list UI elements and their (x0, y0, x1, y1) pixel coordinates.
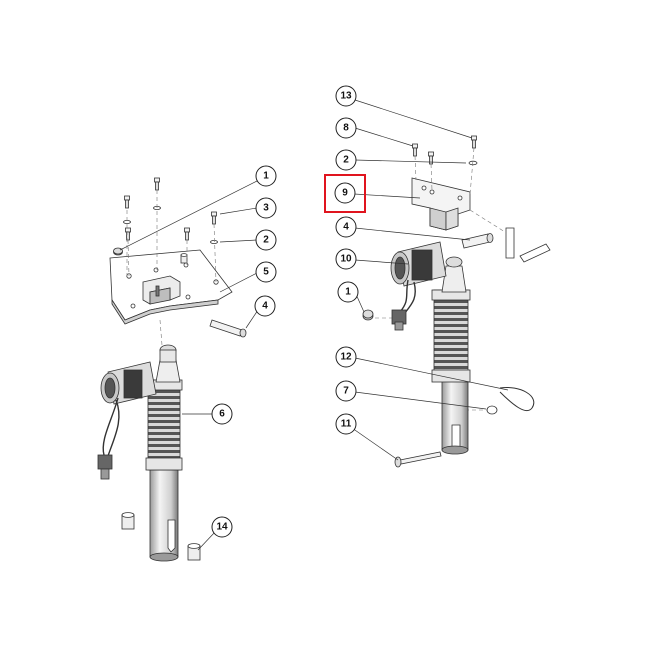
callout-10[interactable]: 10 (335, 248, 357, 270)
callout-8[interactable]: 8 (335, 117, 357, 139)
svg-text:5: 5 (263, 267, 269, 278)
svg-text:12: 12 (340, 352, 352, 363)
left-alignment-lines (126, 190, 217, 346)
right-nut (362, 309, 374, 321)
left-pins (121, 512, 201, 561)
left-actuator (97, 344, 183, 562)
svg-text:7: 7 (343, 386, 349, 397)
callout-1-left[interactable]: 1 (255, 165, 277, 187)
callout-9[interactable]: 9 (324, 174, 366, 213)
svg-text:2: 2 (263, 235, 269, 246)
callout-4-left[interactable]: 4 (254, 295, 276, 317)
callout-3[interactable]: 3 (255, 197, 277, 219)
left-nut (113, 247, 123, 256)
leader-lines (119, 99, 509, 551)
right-bracket (411, 177, 471, 231)
right-assembly (362, 135, 551, 468)
svg-text:8: 8 (343, 123, 349, 134)
right-bolt (461, 233, 494, 249)
callout-6[interactable]: 6 (211, 403, 233, 425)
callout-11[interactable]: 11 (335, 413, 357, 435)
svg-text:14: 14 (216, 522, 228, 533)
svg-text:6: 6 (219, 409, 225, 420)
callout-bubbles: 13 8 2 9 4 10 1 12 7 11 1 3 2 5 4 6 14 (211, 85, 366, 538)
callout-2-left[interactable]: 2 (255, 229, 277, 251)
callout-12[interactable]: 12 (335, 346, 357, 368)
left-assembly (97, 177, 247, 562)
callout-5[interactable]: 5 (255, 261, 277, 283)
callout-9-highlight-box (324, 174, 366, 213)
callout-14[interactable]: 14 (211, 516, 233, 538)
callout-2-right[interactable]: 2 (335, 149, 357, 171)
svg-text:11: 11 (341, 419, 352, 430)
right-screws (362, 135, 551, 468)
svg-text:13: 13 (340, 91, 352, 102)
svg-text:9: 9 (342, 188, 348, 199)
left-bolt (209, 319, 247, 338)
svg-text:4: 4 (343, 222, 349, 233)
svg-text:4: 4 (262, 301, 268, 312)
svg-text:2: 2 (343, 155, 349, 166)
callout-13[interactable]: 13 (335, 85, 357, 107)
svg-text:1: 1 (263, 171, 269, 182)
right-long-bolt (394, 451, 442, 468)
callout-1-right[interactable]: 1 (337, 281, 359, 303)
callout-7[interactable]: 7 (335, 380, 357, 402)
callout-4-right[interactable]: 4 (335, 216, 357, 238)
mounting-plate (109, 249, 233, 325)
svg-text:10: 10 (340, 254, 352, 265)
svg-text:1: 1 (345, 287, 351, 298)
right-actuator (390, 241, 471, 455)
svg-text:3: 3 (263, 203, 269, 214)
